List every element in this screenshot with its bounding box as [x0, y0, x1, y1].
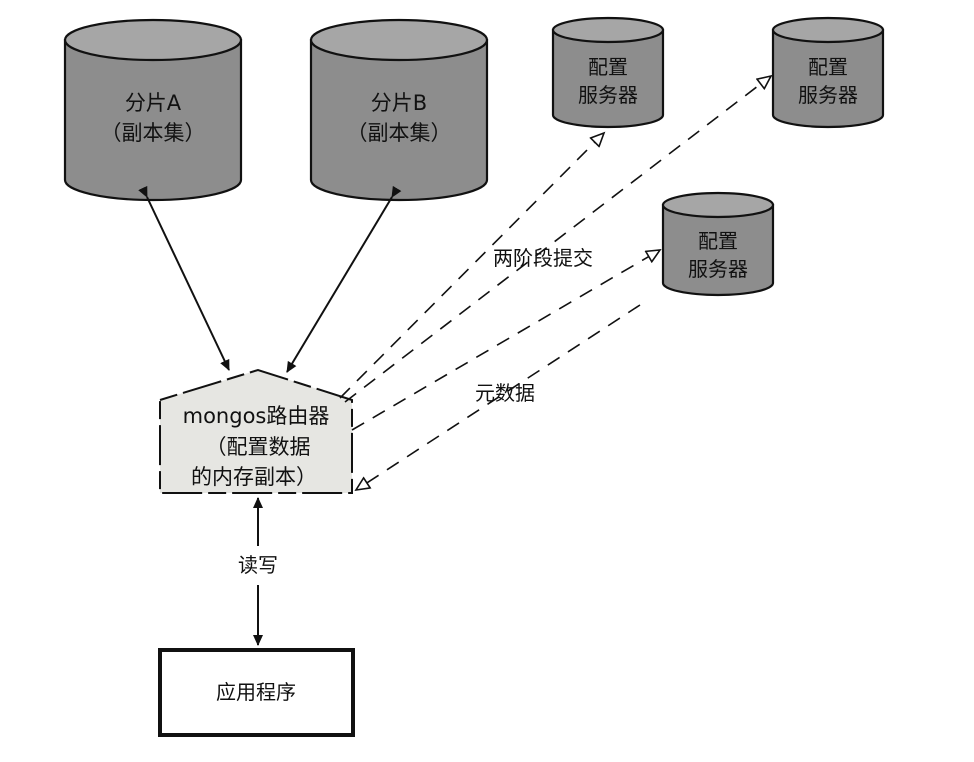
shard-b-name: 分片B: [371, 91, 427, 115]
shard-a-name: 分片A: [125, 91, 182, 115]
arrow-commit-config-3: [351, 250, 660, 431]
shard-a-cylinder: 分片A （副本集）: [63, 18, 243, 202]
shard-b-subtitle: （副本集）: [347, 121, 452, 145]
config-server-1-line2: 服务器: [578, 83, 638, 107]
metadata-label: 元数据: [475, 381, 535, 405]
router-subtitle-1: （配置数据: [206, 435, 311, 459]
arrow-router-shard-b: [286, 185, 402, 373]
router-subtitle-2: 的内存副本）: [191, 465, 317, 489]
application-label: 应用程序: [216, 680, 296, 704]
arrow-metadata: [356, 304, 641, 490]
arrow-router-shard-a: [138, 185, 230, 371]
config-server-3-line2: 服务器: [688, 257, 748, 281]
mongos-router: mongos路由器 （配置数据 的内存副本）: [159, 368, 353, 494]
arrow-commit-config-2: [344, 76, 771, 403]
shard-b-cylinder: 分片B （副本集）: [309, 18, 489, 202]
config-server-2: 配置 服务器: [771, 16, 885, 129]
shard-a-subtitle: （副本集）: [101, 121, 206, 145]
config-server-3-line1: 配置: [698, 229, 738, 253]
config-server-2-line1: 配置: [808, 55, 848, 79]
config-server-2-line2: 服务器: [798, 83, 858, 107]
read-write-label: 读写: [238, 553, 278, 577]
router-shape: [159, 368, 353, 494]
config-server-1-line1: 配置: [588, 55, 628, 79]
config-server-3: 配置 服务器: [661, 191, 775, 297]
application-box: 应用程序: [158, 648, 355, 737]
config-server-1: 配置 服务器: [551, 16, 665, 129]
router-title: mongos路由器: [183, 404, 330, 428]
two-phase-commit-label: 两阶段提交: [493, 246, 593, 270]
